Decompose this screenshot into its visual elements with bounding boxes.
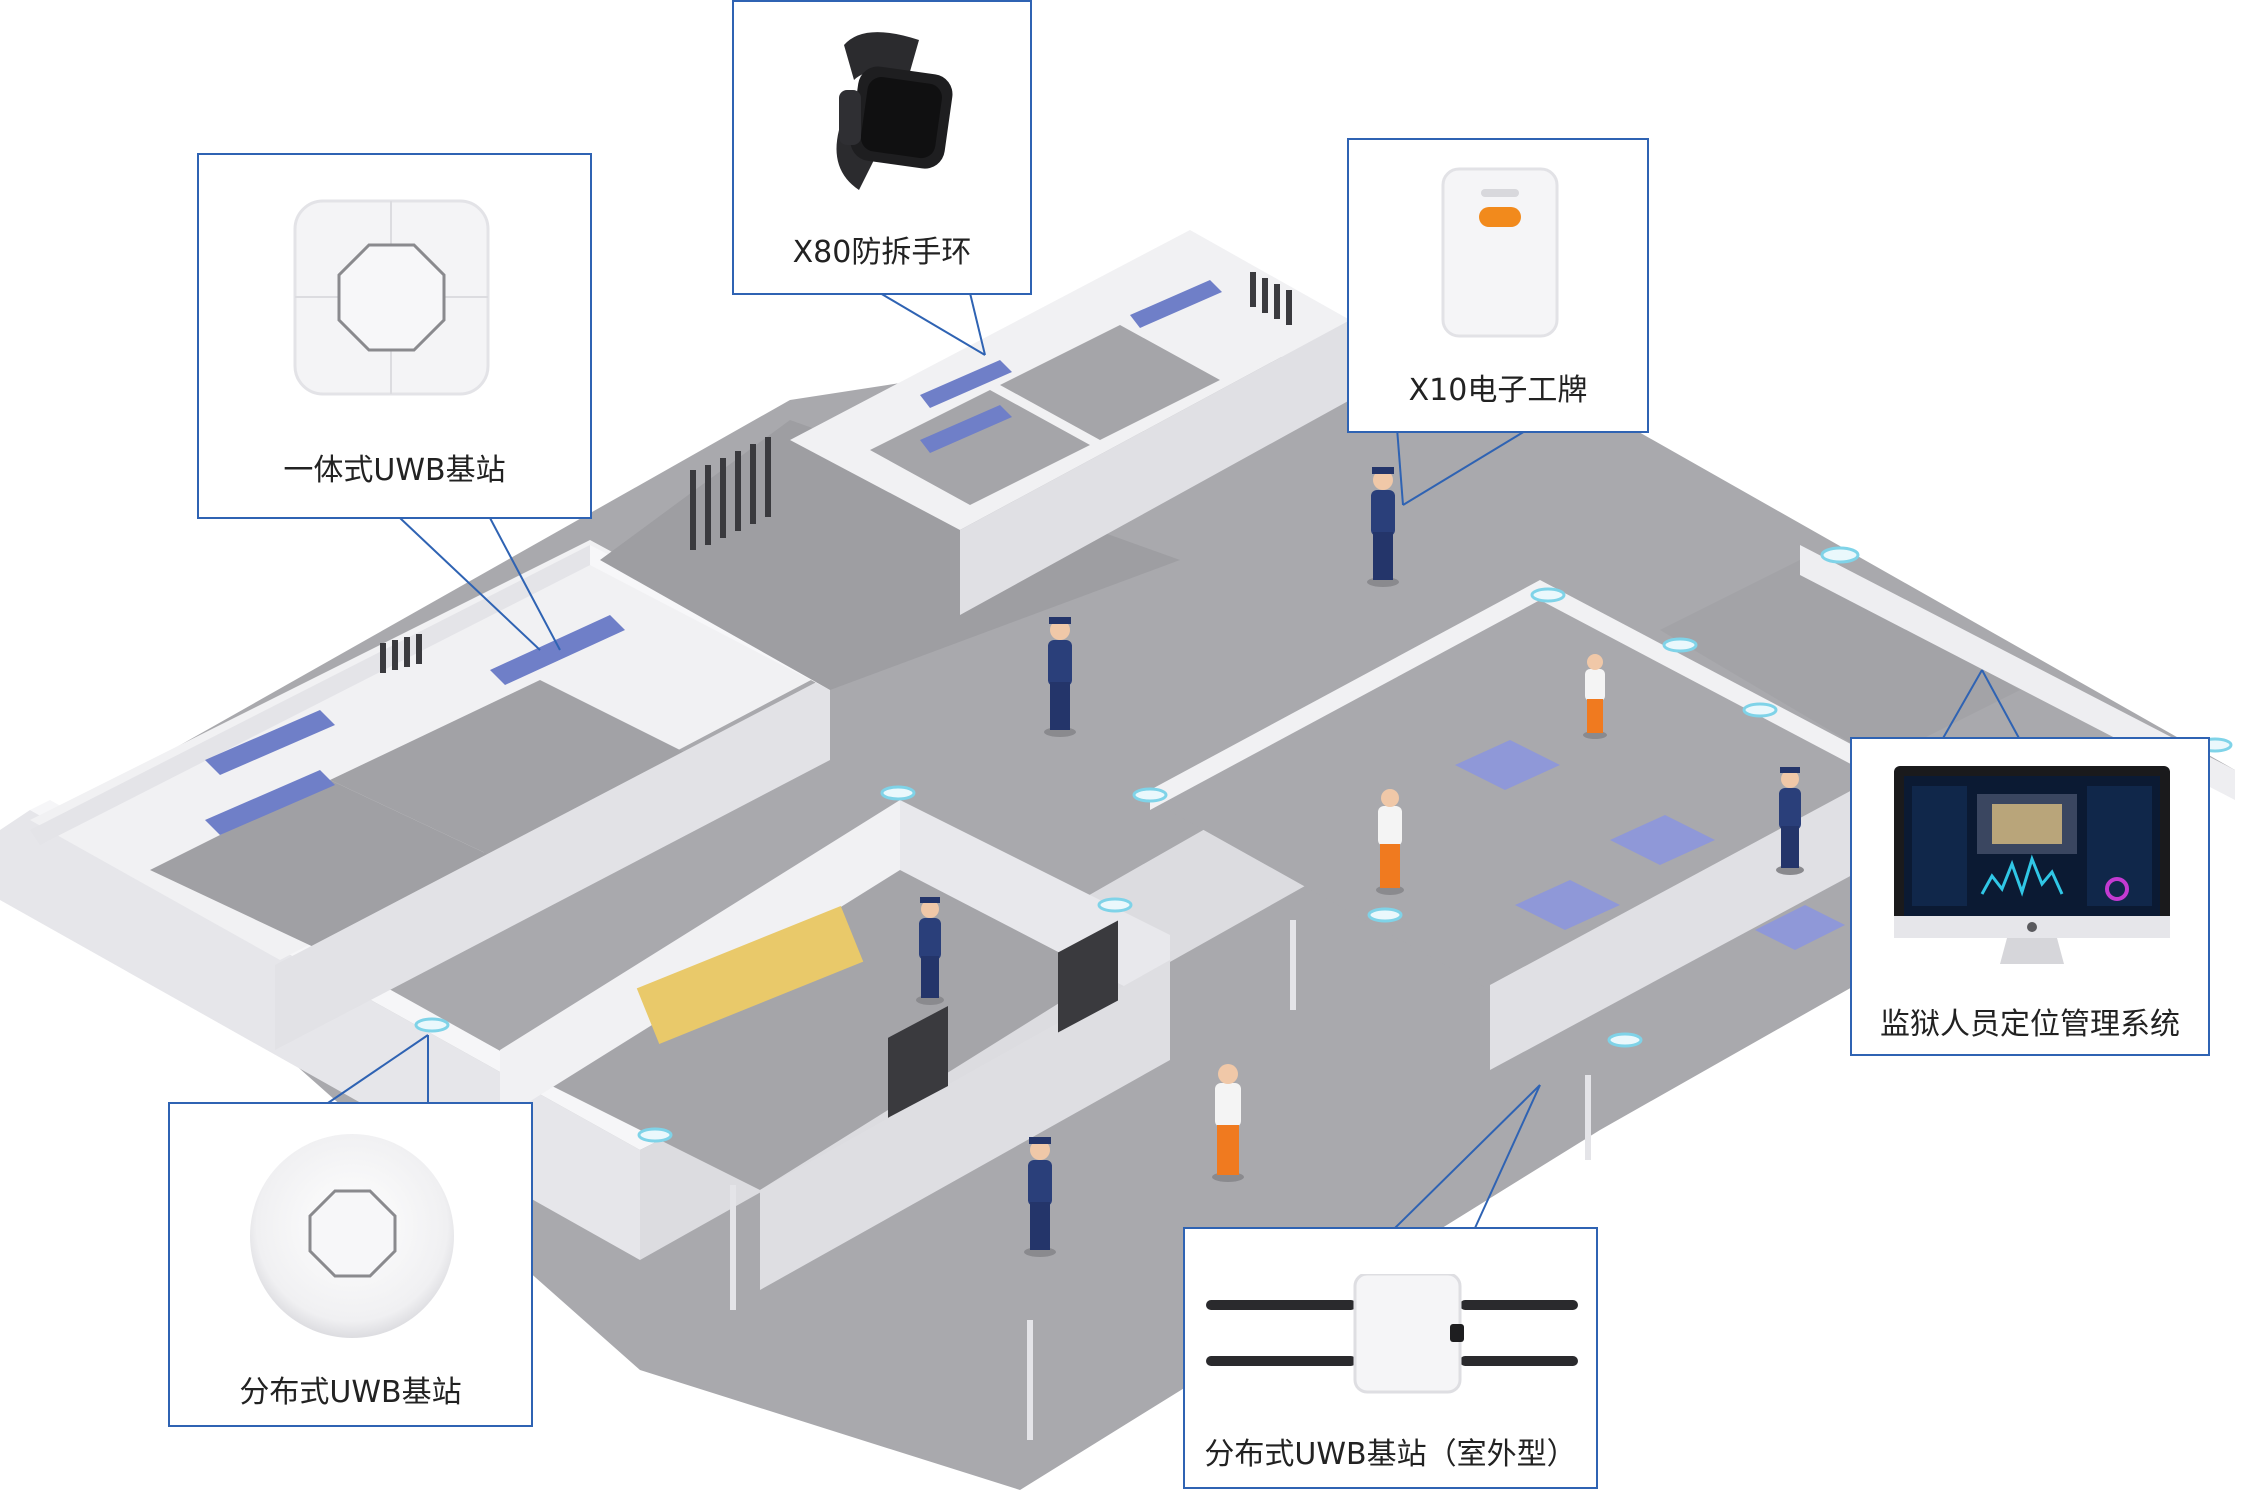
callout-badge: X10电子工牌: [1347, 138, 1649, 433]
outdoor-poles: [730, 920, 1591, 1440]
guard-figures: [916, 467, 1804, 1257]
square-octagon-station-icon: [289, 195, 494, 400]
callout-label: X10电子工牌: [1408, 373, 1588, 408]
round-station-icon: [245, 1129, 460, 1344]
callout-label: 一体式UWB基站: [283, 453, 506, 488]
callout-integrated-station: 一体式UWB基站: [197, 153, 592, 519]
beds: [205, 280, 1222, 835]
cell-bars: [380, 272, 1292, 673]
callout-outdoor-station: 分布式UWB基站（室外型）: [1183, 1227, 1598, 1489]
callout-label: 分布式UWB基站: [239, 1375, 462, 1410]
wall-grille-2: [1058, 920, 1118, 1033]
badge-tag-icon: [1439, 165, 1561, 340]
wall-grille: [888, 1005, 948, 1118]
monitor-dashboard-icon: [1892, 764, 2172, 974]
canteen-tables: [1455, 740, 1845, 950]
wristband-icon: [809, 20, 959, 205]
callout-wristband: X80防拆手环: [732, 0, 1032, 295]
callout-label: 监狱人员定位管理系统: [1880, 1007, 2180, 1042]
callout-label: 分布式UWB基站（室外型）: [1204, 1437, 1577, 1472]
callout-monitor: 监狱人员定位管理系统: [1850, 737, 2210, 1056]
uwb-sensors: [414, 546, 2233, 1143]
inmate-figures: [1212, 654, 1607, 1182]
antenna-station-icon: [1200, 1272, 1585, 1394]
canteen-room: [1150, 590, 1880, 990]
callout-connectors: [324, 292, 2021, 1229]
callout-label: X80防拆手环: [792, 235, 972, 270]
callout-distributed-station: 分布式UWB基站: [168, 1102, 533, 1427]
